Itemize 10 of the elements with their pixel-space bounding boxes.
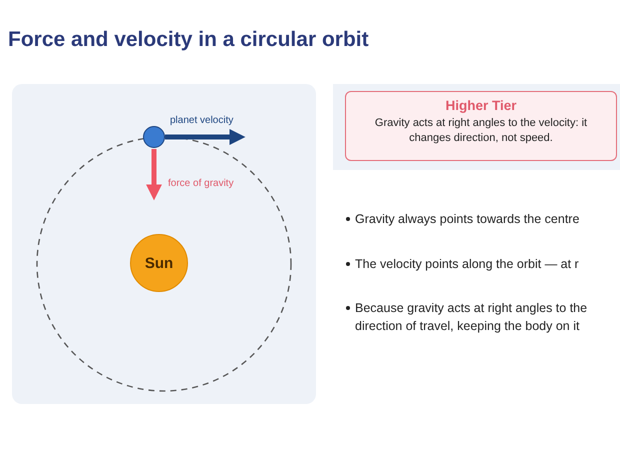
note-box [345,91,617,161]
bullet-point: Because gravity acts at right angles to the direction of travel, keeping the body on it [355,300,588,335]
note-text: Gravity acts at right angles to the velocity: it changes direction, not speed. [374,116,588,146]
title: Force and velocity in a circular orbit [8,28,369,52]
bullet-point: Gravity always points towards the centre [355,211,580,228]
node-label: Sun [144,254,174,272]
arrow-label: planet velocity [170,115,234,126]
bullet-point: The velocity points along the orbit — at r [355,256,579,273]
arrow-label: force of gravity [168,178,234,189]
note-heading: Higher Tier [444,98,518,113]
